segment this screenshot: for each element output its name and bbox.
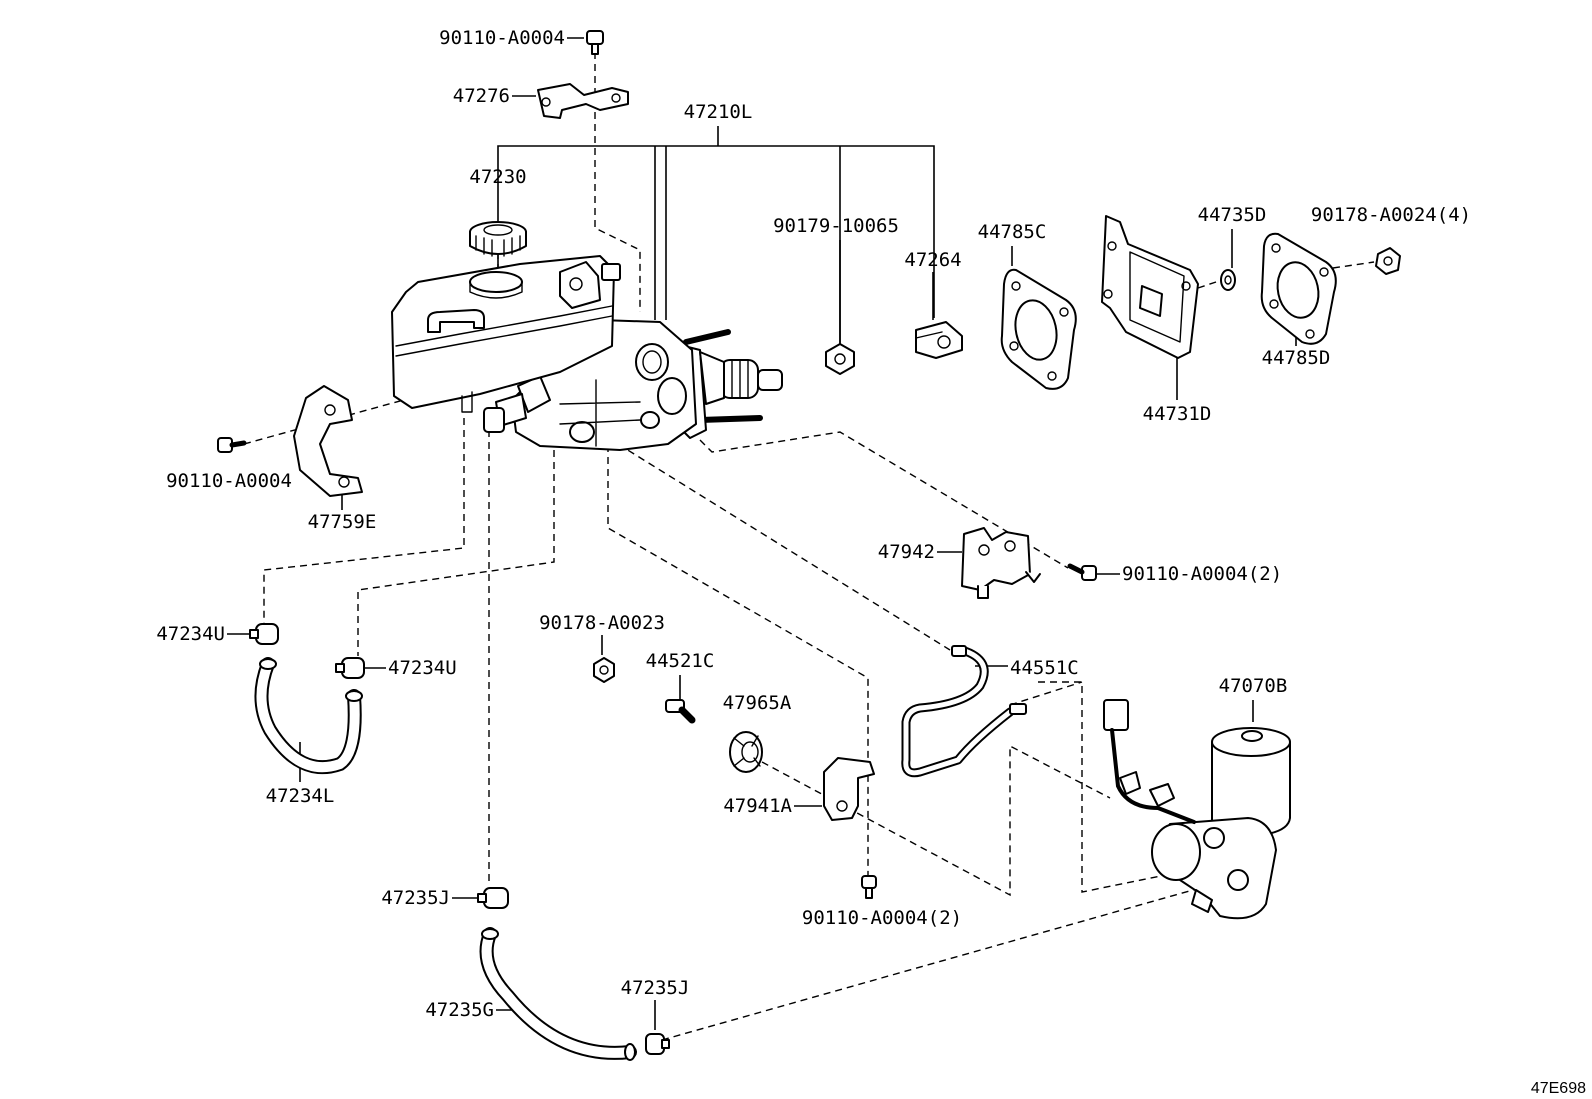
label-nut-90179: 90179-10065 xyxy=(773,215,899,237)
label-master-cylinder-assy: 47210L xyxy=(684,101,753,123)
bolt-90110-left xyxy=(217,437,247,453)
label-bracket-47759e: 47759E xyxy=(308,511,377,533)
label-bolt-47942: 90110-A0004(2) xyxy=(1122,563,1282,585)
label-clamp-47234u-2: 47234U xyxy=(388,657,457,679)
bracket-47276 xyxy=(537,83,629,119)
label-clamp-47234u-1: 47234U xyxy=(156,623,225,645)
bracket-47759e xyxy=(293,385,363,497)
label-hose-47234l: 47234L xyxy=(266,785,335,807)
bolt-90110-bottom xyxy=(861,875,877,899)
label-bracket-47276: 47276 xyxy=(453,85,510,107)
clamp-47235j-1 xyxy=(477,887,509,909)
gasket-44785c xyxy=(1000,268,1077,390)
bracket-47941a xyxy=(823,757,875,821)
cushion-47965a xyxy=(729,731,763,773)
gasket-44785d xyxy=(1260,232,1337,345)
reference-code: 47E698 xyxy=(1531,1080,1586,1097)
label-bolt-bottom: 90110-A0004(2) xyxy=(802,907,962,929)
label-bracket-47942: 47942 xyxy=(878,541,935,563)
nut-90179-10065 xyxy=(825,343,855,375)
label-cushion-47965a: 47965A xyxy=(723,692,792,714)
label-gasket-44785c: 44785C xyxy=(978,221,1047,243)
reservoir-cap-47230 xyxy=(469,221,527,257)
label-nut-90178-a0023: 90178-A0023 xyxy=(539,612,665,634)
label-pump-47070b: 47070B xyxy=(1219,675,1288,697)
bolt-90110-top xyxy=(586,30,604,55)
clamp-47234u-1 xyxy=(249,623,279,645)
label-tube-44551c: 44551C xyxy=(1010,657,1079,679)
label-bolt-left: 90110-A0004 xyxy=(166,470,292,492)
label-bracket-47264: 47264 xyxy=(904,249,961,271)
bolt-44521c xyxy=(665,699,696,724)
hose-47234l xyxy=(254,657,363,775)
leader-lines xyxy=(227,37,1297,1030)
master-cylinder-body xyxy=(391,255,783,451)
nut-90178-a0023 xyxy=(593,657,615,683)
label-clamp-47235j-2: 47235J xyxy=(621,977,690,999)
pump-47070b xyxy=(1103,699,1291,920)
label-plate-44731d: 44731D xyxy=(1143,403,1212,425)
clamp-47235j-2 xyxy=(645,1033,670,1055)
label-gasket-44785d: 44785D xyxy=(1262,347,1331,369)
tube-44551c xyxy=(901,645,1027,778)
label-nut-90178-4: 90178-A0024(4) xyxy=(1311,204,1471,226)
label-bolt-44521c: 44521C xyxy=(646,650,715,672)
label-clamp-47235j-1: 47235J xyxy=(381,887,450,909)
nut-90178-a0024 xyxy=(1375,247,1401,275)
bracket-47264 xyxy=(915,321,963,359)
label-bracket-47941a: 47941A xyxy=(723,795,792,817)
label-bolt-top: 90110-A0004 xyxy=(439,27,565,49)
label-hose-47235g: 47235G xyxy=(425,999,494,1021)
washer-44735d xyxy=(1220,269,1236,291)
bolt-90110-47942 xyxy=(1067,563,1097,581)
clamp-47234u-2 xyxy=(335,657,365,679)
bracket-47942 xyxy=(961,527,1041,599)
assembly-lines xyxy=(243,52,1375,1041)
plate-44731d xyxy=(1101,215,1199,359)
hose-47235g xyxy=(479,927,637,1061)
label-washer-44735d: 44735D xyxy=(1198,204,1267,226)
